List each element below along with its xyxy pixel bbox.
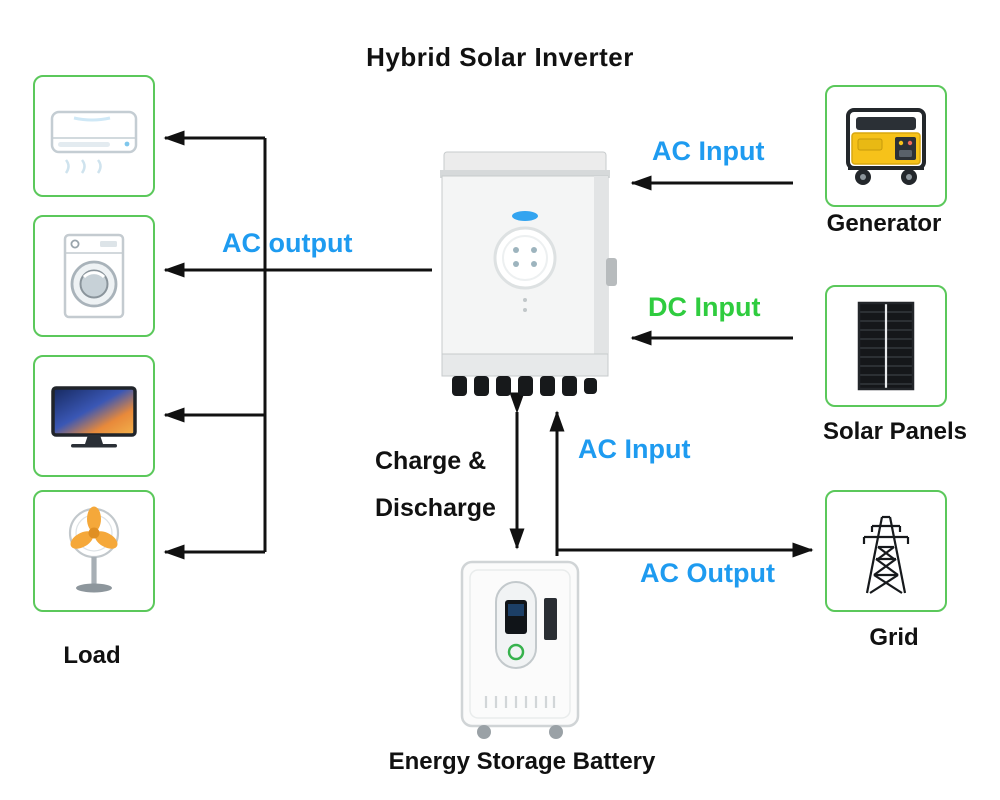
flow-label-ac-output-grid: AC Output	[640, 558, 775, 588]
standing-fan-icon	[68, 506, 120, 593]
diagram-title: Hybrid Solar Inverter	[366, 42, 634, 72]
solar-panels-icon	[857, 301, 915, 391]
air-conditioner-icon	[50, 110, 138, 174]
flow-label-ac-output-load: AC output	[222, 228, 353, 258]
hybrid-inverter-icon	[440, 151, 617, 396]
battery-caption: Energy Storage Battery	[388, 748, 656, 775]
source-box-solar-panels	[825, 285, 947, 407]
flow-label-discharge-line2: Discharge	[375, 494, 496, 522]
load-box-fan	[33, 490, 155, 612]
grid-caption: Grid	[869, 624, 919, 651]
energy-storage-battery-icon	[460, 560, 580, 739]
flow-label-charge-line1: Charge &	[375, 447, 487, 475]
generator-caption: Generator	[826, 210, 942, 237]
flow-label-ac-input-generator: AC Input	[652, 136, 765, 166]
tv-icon	[51, 386, 137, 448]
flow-label-dc-input-solar: DC Input	[648, 292, 761, 322]
washing-machine-icon	[63, 233, 125, 319]
grid-tower-icon	[862, 515, 910, 594]
generator-icon	[846, 108, 926, 185]
flow-label-ac-input-battery: AC Input	[578, 434, 691, 464]
load-box-tv	[33, 355, 155, 477]
load-box-air-conditioner	[33, 75, 155, 197]
load-caption: Load	[63, 642, 121, 669]
source-box-grid	[825, 490, 947, 612]
solar-panels-caption: Solar Panels	[822, 418, 968, 445]
source-box-generator	[825, 85, 947, 207]
load-box-washing-machine	[33, 215, 155, 337]
